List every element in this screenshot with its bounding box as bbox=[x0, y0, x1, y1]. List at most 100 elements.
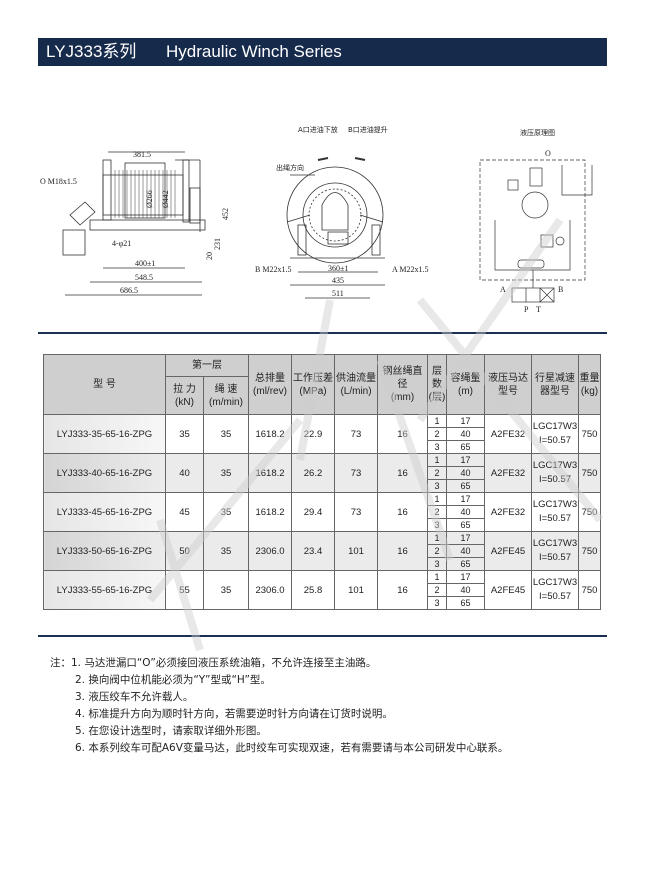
cell-flow: 101 bbox=[334, 570, 378, 610]
cell-layer: 2 bbox=[427, 427, 447, 441]
header-rope: 钢丝绳直径(mm) bbox=[377, 354, 428, 415]
cell-pull: 50 bbox=[165, 531, 204, 571]
cell-displacement: 1618.2 bbox=[248, 492, 292, 532]
cell-layer: 3 bbox=[427, 440, 447, 454]
svg-text:T: T bbox=[536, 305, 541, 314]
cell-pull: 40 bbox=[165, 453, 204, 493]
cell-layer: 3 bbox=[427, 557, 447, 571]
cell-pressure: 23.4 bbox=[291, 531, 335, 571]
svg-text:360±1: 360±1 bbox=[328, 264, 348, 273]
note-item: 注：1. 马达泄漏口“O”必须接回液压系统油箱，不允许连接至主油路。 bbox=[50, 657, 377, 669]
cell-rope: 16 bbox=[377, 414, 428, 454]
cell-capacity: 65 bbox=[446, 440, 485, 454]
cell-flow: 73 bbox=[334, 414, 378, 454]
cell-rope: 16 bbox=[377, 453, 428, 493]
cell-weight: 750 bbox=[578, 453, 601, 493]
cell-capacity: 17 bbox=[446, 492, 485, 506]
cell-pull: 55 bbox=[165, 570, 204, 610]
header-speed: 绳 速(m/min) bbox=[203, 376, 249, 415]
cell-motor: A2FE32 bbox=[484, 414, 532, 454]
cell-speed: 35 bbox=[203, 414, 249, 454]
notes: 注：1. 马达泄漏口“O”必须接回液压系统油箱，不允许连接至主油路。 2. 换向… bbox=[50, 655, 508, 757]
cell-motor: A2FE32 bbox=[484, 492, 532, 532]
note-item: 6. 本系列绞车可配A6V变量马达，此时绞车可实现双速，若有需要请与本公司研发中… bbox=[75, 742, 509, 754]
cell-capacity: 40 bbox=[446, 427, 485, 441]
cell-capacity: 17 bbox=[446, 414, 485, 428]
cell-pull: 35 bbox=[165, 414, 204, 454]
header-weight: 重量(kg) bbox=[578, 354, 601, 415]
spec-table: 型 号 第一层 总排量(ml/rev) 工作压差(MPa) 供油流量(L/min… bbox=[43, 354, 601, 610]
cell-weight: 750 bbox=[578, 570, 601, 610]
cell-capacity: 65 bbox=[446, 596, 485, 610]
cell-capacity: 65 bbox=[446, 557, 485, 571]
series-title-en: Hydraulic Winch Series bbox=[166, 42, 342, 61]
svg-text:A: A bbox=[500, 285, 506, 294]
svg-text:B: B bbox=[558, 285, 563, 294]
side-view-labels: O M18x1.5 381.5 Ø266 Ø442 4-φ21 452 231 … bbox=[40, 150, 230, 295]
svg-text:O: O bbox=[545, 149, 551, 158]
note-item: 2. 换向阀中位机能必须为“Y”型或“H”型。 bbox=[75, 674, 271, 686]
cell-weight: 750 bbox=[578, 531, 601, 571]
cell-displacement: 1618.2 bbox=[248, 414, 292, 454]
cell-flow: 101 bbox=[334, 531, 378, 571]
cell-model: LYJ333-55-65-16-ZPG bbox=[43, 570, 166, 610]
cell-weight: 750 bbox=[578, 414, 601, 454]
note-item: 4. 标准提升方向为顺时针方向，若需要逆时针方向请在订货时说明。 bbox=[75, 708, 393, 720]
cell-weight: 750 bbox=[578, 492, 601, 532]
cell-rope: 16 bbox=[377, 570, 428, 610]
header-motor: 液压马达型号 bbox=[484, 354, 532, 415]
svg-text:A M22x1.5: A M22x1.5 bbox=[392, 265, 428, 274]
cell-capacity: 17 bbox=[446, 570, 485, 584]
svg-text:B M22x1.5: B M22x1.5 bbox=[255, 265, 291, 274]
svg-text:231: 231 bbox=[213, 238, 222, 250]
cell-displacement: 2306.0 bbox=[248, 531, 292, 571]
cell-layer: 1 bbox=[427, 492, 447, 506]
note-item: 3. 液压绞车不允许载人。 bbox=[75, 691, 194, 703]
cell-flow: 73 bbox=[334, 492, 378, 532]
svg-text:出绳方向: 出绳方向 bbox=[276, 163, 304, 172]
cell-model: LYJ333-35-65-16-ZPG bbox=[43, 414, 166, 454]
header-layers: 层数(层) bbox=[427, 354, 447, 415]
svg-text:Ø266: Ø266 bbox=[145, 190, 154, 208]
cell-capacity: 40 bbox=[446, 466, 485, 480]
cell-layer: 3 bbox=[427, 596, 447, 610]
cell-layer: 1 bbox=[427, 570, 447, 584]
title-bar: LYJ333系列 Hydraulic Winch Series bbox=[38, 38, 607, 66]
svg-text:A口进油下放: A口进油下放 bbox=[298, 125, 338, 134]
cell-speed: 35 bbox=[203, 453, 249, 493]
cell-pressure: 29.4 bbox=[291, 492, 335, 532]
header-displacement: 总排量(ml/rev) bbox=[248, 354, 292, 415]
cell-layer: 3 bbox=[427, 518, 447, 532]
technical-drawings: O M18x1.5 381.5 Ø266 Ø442 4-φ21 452 231 … bbox=[40, 125, 593, 314]
header-model: 型 号 bbox=[43, 354, 166, 415]
cell-pressure: 26.2 bbox=[291, 453, 335, 493]
front-view-drawing bbox=[286, 157, 385, 299]
schematic-labels: 液压原理图 O A B P T bbox=[500, 128, 563, 314]
header-capacity: 容绳量(m) bbox=[446, 354, 485, 415]
cell-rope: 16 bbox=[377, 531, 428, 571]
cell-speed: 35 bbox=[203, 531, 249, 571]
divider-bottom bbox=[38, 635, 607, 637]
cell-layer: 2 bbox=[427, 544, 447, 558]
cell-rope: 16 bbox=[377, 492, 428, 532]
cell-layer: 2 bbox=[427, 466, 447, 480]
cell-pressure: 25.8 bbox=[291, 570, 335, 610]
cell-capacity: 65 bbox=[446, 479, 485, 493]
cell-model: LYJ333-40-65-16-ZPG bbox=[43, 453, 166, 493]
cell-layer: 3 bbox=[427, 479, 447, 493]
svg-text:435: 435 bbox=[332, 276, 344, 285]
svg-text:4-φ21: 4-φ21 bbox=[112, 239, 131, 248]
